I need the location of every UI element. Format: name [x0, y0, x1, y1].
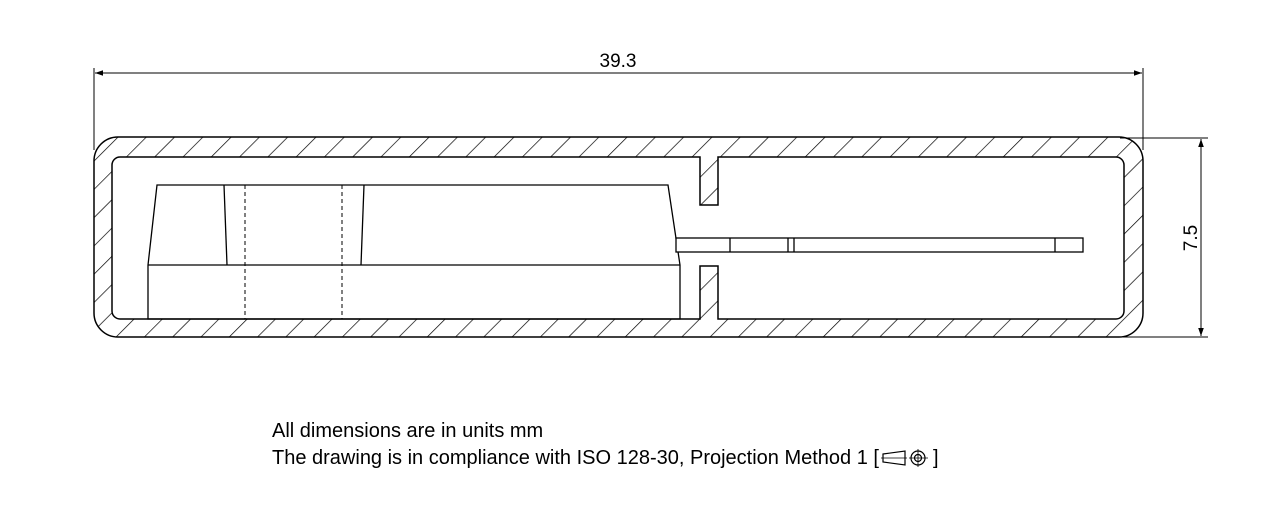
length-dimension: 39.3	[93, 51, 1144, 150]
height-dimension: 7.5	[1120, 137, 1208, 338]
compliance-note-close: ]	[932, 447, 939, 469]
units-note: All dimensions are in units mm	[272, 420, 544, 442]
plug-body-divider-left	[223, 184, 228, 266]
first-angle-projection-icon	[880, 447, 931, 477]
compliance-note: The drawing is in compliance with ISO 12…	[272, 445, 939, 477]
drawing-notes: All dimensions are in units mm The drawi…	[272, 418, 939, 477]
height-dimension-label: 7.5	[1181, 225, 1202, 251]
plug-body	[147, 184, 681, 320]
plug-body-divider-right	[360, 184, 365, 266]
compliance-note-text: The drawing is in compliance with ISO 12…	[272, 447, 879, 469]
contact-pin	[675, 237, 1084, 253]
contact-pin-outline	[675, 237, 1084, 253]
length-dimension-label: 39.3	[600, 51, 637, 72]
housing-wall-section	[93, 136, 1144, 338]
plug-body-outline	[147, 184, 681, 320]
